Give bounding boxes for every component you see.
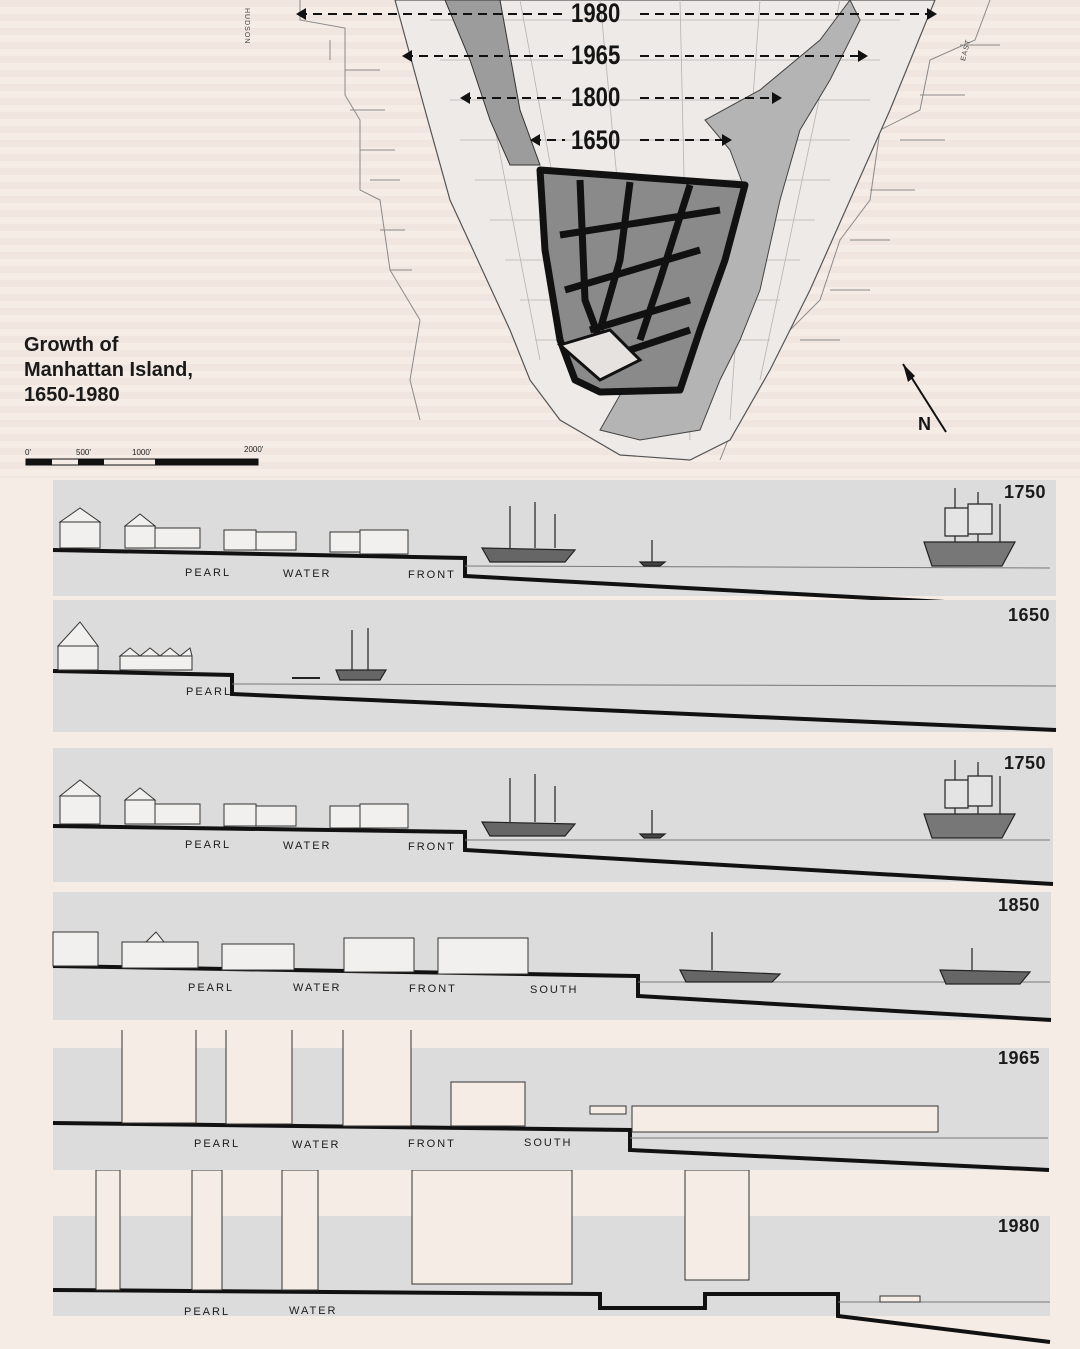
north-label: N bbox=[918, 414, 931, 434]
map-year-label: 1800 bbox=[571, 82, 621, 112]
section-drawing bbox=[52, 1170, 1051, 1344]
street-label: WATER bbox=[283, 568, 332, 580]
street-label: PEARL bbox=[186, 686, 233, 698]
water-line bbox=[464, 565, 1051, 569]
section-year-label: 1750 bbox=[1004, 482, 1047, 502]
sky-band bbox=[53, 892, 1051, 1020]
buildings bbox=[121, 1030, 939, 1133]
section-1650: 1650 PEARL bbox=[0, 600, 1080, 740]
ground-line bbox=[52, 824, 1054, 886]
street-label: SOUTH bbox=[524, 1137, 573, 1149]
scale-label: 1000' bbox=[132, 448, 152, 457]
street-label: WATER bbox=[289, 1305, 338, 1317]
sky-band bbox=[53, 600, 1056, 732]
section-year-label: 1750 bbox=[1004, 753, 1047, 773]
section-1965: 1965 PEARL WATER FRONT SOUTH bbox=[0, 1030, 1080, 1174]
section-1850: 1850 PEARL WATER FRONT SOUTH bbox=[0, 892, 1080, 1026]
river-label-hudson: HUDSON bbox=[243, 8, 250, 45]
street-label: PEARL bbox=[185, 839, 232, 851]
section-year-label: 1965 bbox=[998, 1048, 1041, 1068]
section-drawing bbox=[52, 892, 1052, 1022]
map-year-label: 1980 bbox=[571, 0, 621, 28]
scale-bar bbox=[25, 458, 259, 466]
section-year-label: 1850 bbox=[998, 895, 1041, 915]
street-label: FRONT bbox=[409, 983, 457, 995]
street-label: PEARL bbox=[194, 1138, 241, 1150]
ground-line bbox=[52, 1288, 1051, 1344]
ground-line bbox=[52, 1121, 1050, 1172]
title-line: Growth of bbox=[24, 334, 119, 356]
street-label: WATER bbox=[293, 982, 342, 994]
landfill-west-1965 bbox=[444, 0, 541, 166]
buildings bbox=[95, 1170, 921, 1303]
scale-label: 500' bbox=[76, 448, 91, 457]
buildings bbox=[58, 779, 409, 829]
section-1750-top: 1750 PEARL WATER FRONT bbox=[0, 478, 1080, 600]
settlement-streets bbox=[559, 179, 721, 364]
section-drawing bbox=[52, 748, 1054, 886]
street-label: SOUTH bbox=[530, 984, 579, 996]
west-piers bbox=[299, 0, 421, 421]
fort bbox=[556, 328, 643, 382]
section-year-label: 1980 bbox=[998, 1216, 1041, 1236]
sky-band bbox=[53, 748, 1053, 882]
ships bbox=[480, 488, 1017, 567]
ground-line bbox=[52, 548, 946, 600]
map-year-label: 1965 bbox=[571, 40, 621, 70]
landfill-east-1800 bbox=[599, 0, 861, 441]
section-1750: 1750 PEARL WATER FRONT bbox=[0, 748, 1080, 888]
title-line: 1650-1980 bbox=[24, 384, 120, 406]
manhattan-map: 1980 1965 1800 1650 Growth of Manhattan … bbox=[0, 0, 1080, 478]
buildings bbox=[58, 507, 409, 555]
section-year-label: 1650 bbox=[1008, 605, 1051, 625]
map-year-label: 1650 bbox=[571, 125, 621, 155]
street-label: PEARL bbox=[185, 567, 232, 579]
section-drawing bbox=[52, 1030, 1050, 1172]
street-label: WATER bbox=[283, 840, 332, 852]
street-label: FRONT bbox=[408, 1138, 456, 1150]
ships bbox=[480, 760, 1017, 839]
street-label: FRONT bbox=[408, 841, 456, 853]
map-title: Growth of Manhattan Island, 1650-1980 bbox=[24, 333, 193, 408]
scale-label: 2000' bbox=[244, 445, 264, 454]
street-label: PEARL bbox=[188, 982, 235, 994]
ships bbox=[292, 628, 388, 681]
street-label: FRONT bbox=[408, 569, 456, 581]
title-line: Manhattan Island, bbox=[24, 359, 193, 381]
section-drawing bbox=[52, 480, 1056, 600]
water-line bbox=[231, 683, 1057, 687]
buildings bbox=[56, 621, 193, 671]
section-1980: 1980 PEARL WATER bbox=[0, 1170, 1080, 1349]
section-drawing bbox=[52, 600, 1057, 732]
street-label: PEARL bbox=[184, 1306, 231, 1318]
scale-label: 0' bbox=[25, 448, 31, 457]
map-drawing bbox=[0, 0, 1080, 478]
street-label: WATER bbox=[292, 1139, 341, 1151]
buildings bbox=[52, 931, 529, 975]
ships bbox=[679, 932, 1032, 985]
